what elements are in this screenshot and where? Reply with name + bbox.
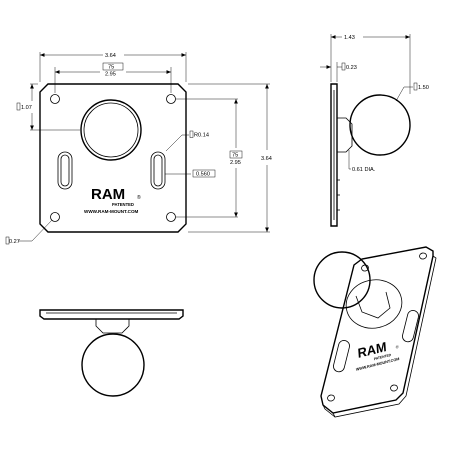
iso-logo-registered: ®	[396, 344, 399, 350]
dim-front-spacing-mm: 75	[108, 65, 114, 71]
dim-front-vertical-in: 2.95	[230, 160, 241, 166]
side-plate-profile	[330, 83, 338, 227]
bottom-ball	[81, 333, 145, 397]
iso-slot-right	[402, 310, 419, 343]
iso-logo-patented: PATENTED	[374, 353, 392, 361]
iso-corner-hole-br	[390, 384, 398, 392]
slot-right	[150, 151, 166, 190]
dim-front-spacing-in: 2.95	[105, 72, 116, 78]
dim-front-width: 3.64	[105, 53, 116, 59]
isometric-view: RAM ® PATENTED WWW.RAM-MOUNT.COM	[313, 246, 437, 418]
iso-plate-face	[320, 246, 434, 414]
bottom-neck	[95, 319, 130, 334]
corner-hole-top-right	[166, 94, 176, 104]
corner-hole-bottom-left	[50, 212, 60, 222]
dim-front-vertical-mm: 75	[232, 153, 238, 159]
center-hole-inner	[83, 102, 139, 158]
iso-corner-hole-bl	[327, 394, 335, 402]
slot-left	[57, 151, 73, 190]
dim-slot-width: 0.560	[196, 172, 210, 178]
iso-slot-left	[333, 340, 350, 373]
slot-left-inner	[60, 154, 70, 187]
dim-front-hole-offset: 1.07	[21, 105, 32, 111]
side-view: 1.43 0.23 1.50 0.61 DIA.	[320, 34, 429, 227]
iso-corner-hole-tr	[419, 252, 427, 260]
bottom-plate-profile	[39, 309, 184, 320]
dim-side-depth: 1.43	[344, 35, 355, 41]
corner-hole-top-left	[50, 94, 60, 104]
logo-patented: PATENTED	[112, 202, 134, 207]
dim-corner-hole-diameter: 0.27	[9, 239, 20, 245]
dim-side-neck-diameter: 0.61 DIA.	[352, 167, 376, 173]
front-plate-outline	[39, 83, 187, 233]
slot-right-inner	[153, 154, 163, 187]
iso-center-ring	[345, 279, 403, 329]
center-hole	[80, 99, 142, 161]
front-view: RAM ® PATENTED WWW.RAM-MOUNT.COM 3.64 75…	[5, 52, 272, 245]
dim-side-plate-thickness: 0.23	[346, 65, 357, 71]
logo-brand: RAM	[91, 186, 125, 203]
iso-logo-brand: RAM	[357, 339, 387, 361]
corner-hole-bottom-right	[166, 212, 176, 222]
bottom-view	[39, 309, 184, 397]
iso-ball	[313, 251, 371, 309]
dim-slot-radius: R0.14	[194, 133, 209, 139]
iso-neck	[355, 291, 391, 319]
dim-front-height: 3.64	[261, 156, 272, 162]
logo-website: WWW.RAM-MOUNT.COM	[84, 209, 139, 214]
iso-corner-hole-tl	[361, 264, 369, 272]
dim-side-ball-diameter: 1.50	[418, 85, 429, 91]
logo-registered: ®	[137, 194, 141, 201]
side-ball	[349, 94, 411, 156]
